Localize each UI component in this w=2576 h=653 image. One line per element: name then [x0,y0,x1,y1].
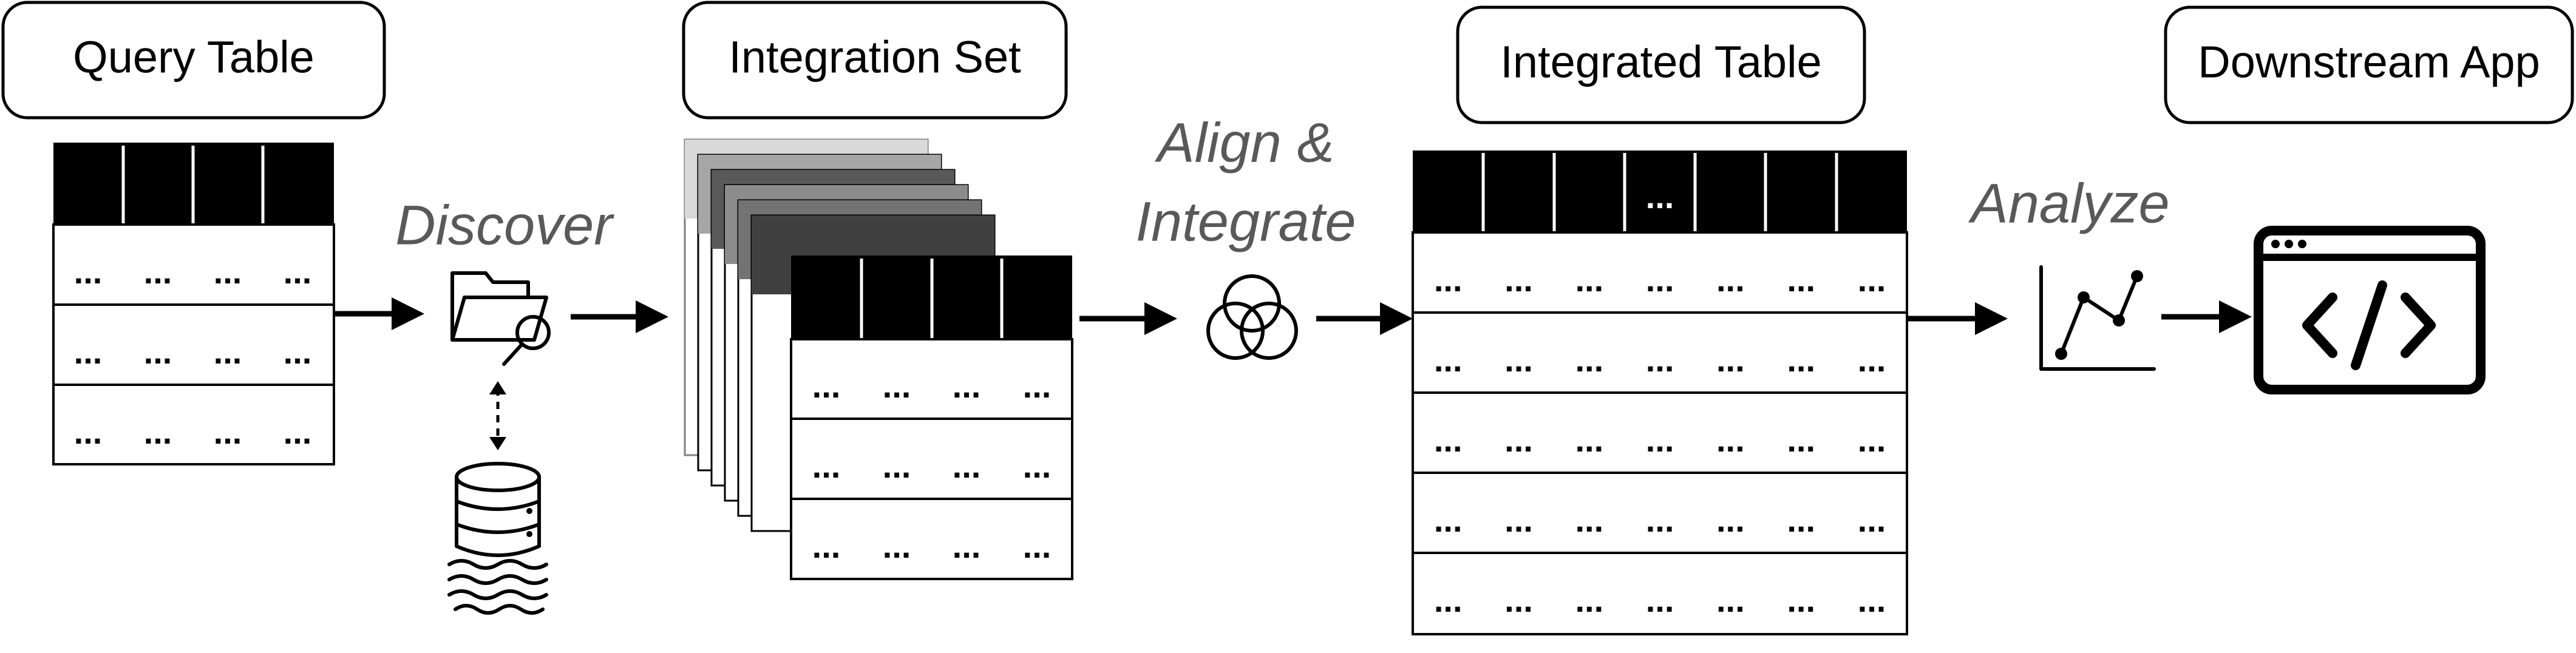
table-cell: ... [1787,421,1815,459]
table-cell: ... [1504,581,1533,619]
table-cell: ... [812,367,841,405]
table-cell: ... [144,413,172,451]
table-cell: ... [1858,421,1886,459]
table-cell: ... [1646,260,1674,299]
integrated-table-title-box: Integrated Table [1456,5,1866,124]
table-cell: ... [1575,581,1603,619]
table-cell: ... [1646,501,1674,539]
integrated-table-title: Integrated Table [1500,37,1821,87]
header-ellipsis: ... [1646,177,1674,215]
table-cell: ... [1716,501,1745,539]
downstream-app-title: Downstream App [2198,37,2540,87]
query-table: ... ... ... ... ... ... ... ... ... ... … [52,143,335,465]
table-cell: ... [883,527,911,565]
table-cell: ... [1858,501,1886,539]
table-cell: ... [1023,367,1052,405]
table-cell: ... [1787,260,1815,299]
table-cell: ... [1504,260,1533,299]
integrated-table: ... ....................................… [1412,151,1908,635]
table-cell: ... [1575,260,1603,299]
table-cell: ... [953,447,981,485]
integration-set-title-box: Integration Set [682,1,1068,120]
query-table-title: Query Table [73,32,314,83]
table-cell: ... [214,413,242,451]
table-cell: ... [1434,581,1463,619]
table-cell: ... [284,252,312,291]
table-cell: ... [1575,421,1603,459]
table-cell: ... [214,252,242,291]
table-cell: ... [883,367,911,405]
line-chart-icon [2039,265,2156,371]
table-cell: ... [1858,340,1886,379]
table-cell: ... [284,413,312,451]
table-cell: ... [1858,260,1886,299]
table-cell: ... [883,447,911,485]
table-cell: ... [953,367,981,405]
table-cell: ... [74,413,103,451]
query-table-rows: ... ... ... ... ... ... ... ... ... ... … [74,252,312,451]
align-label-line2: Integrate [1135,191,1356,252]
folder-search-icon [450,271,551,366]
table-cell: ... [1716,421,1745,459]
downstream-app-title-box: Downstream App [2164,5,2574,124]
align-label-line1: Align & [1154,112,1334,174]
database-lake-icon [447,462,548,615]
discover-label: Discover [395,194,614,256]
venn-diagram-icon [1206,274,1298,360]
code-window-icon [2254,226,2486,394]
table-cell: ... [74,252,103,291]
integrated-table-rows: ........................................… [1434,260,1886,619]
table-cell: ... [1646,340,1674,379]
table-cell: ... [812,447,841,485]
table-cell: ... [1504,421,1533,459]
table-cell: ... [1858,581,1886,619]
table-cell: ... [1716,340,1745,379]
table-cell: ... [1646,421,1674,459]
table-cell: ... [1575,340,1603,379]
table-cell: ... [144,252,172,291]
table-cell: ... [953,527,981,565]
query-table-title-box: Query Table [1,1,386,120]
table-cell: ... [74,333,103,371]
table-cell: ... [1023,447,1052,485]
table-cell: ... [1716,260,1745,299]
table-cell: ... [1434,260,1463,299]
table-cell: ... [1504,340,1533,379]
integration-set-title: Integration Set [729,32,1021,83]
table-cell: ... [1023,527,1052,565]
table-cell: ... [144,333,172,371]
table-cell: ... [1646,581,1674,619]
table-cell: ... [284,333,312,371]
table-cell: ... [1434,340,1463,379]
integrated-table-header [1413,151,1907,232]
table-cell: ... [1787,501,1815,539]
table-cell: ... [812,527,841,565]
integration-set-stack: ... ... ... ... ... ... ... ... ... ... … [684,138,1073,580]
front-table: ... ... ... ... ... ... ... ... ... ... … [790,255,1073,580]
table-cell: ... [1787,340,1815,379]
table-cell: ... [1434,421,1463,459]
table-cell: ... [1434,501,1463,539]
table-cell: ... [1787,581,1815,619]
table-cell: ... [1716,581,1745,619]
analyze-label: Analyze [1968,172,2169,234]
table-cell: ... [214,333,242,371]
table-cell: ... [1504,501,1533,539]
table-cell: ... [1575,501,1603,539]
